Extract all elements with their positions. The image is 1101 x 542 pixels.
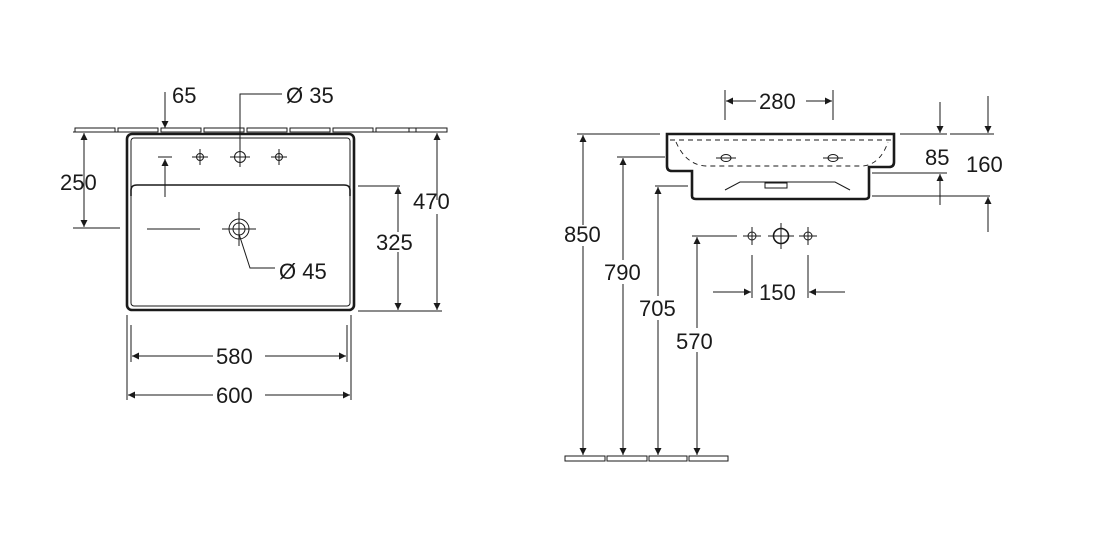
overflow-left-icon bbox=[716, 154, 736, 162]
overflow-right-icon bbox=[823, 154, 843, 162]
wall-line-top bbox=[74, 127, 448, 133]
tap-hole-optional-right-icon bbox=[271, 149, 287, 165]
dim-250: 250 bbox=[60, 170, 97, 195]
dim-850: 850 bbox=[564, 222, 601, 247]
dim-600: 600 bbox=[216, 383, 253, 408]
basin-profile bbox=[665, 132, 896, 201]
dim-160: 160 bbox=[966, 152, 1003, 177]
floor-line bbox=[564, 455, 729, 462]
dim-65: 65 bbox=[172, 83, 196, 108]
dim-570: 570 bbox=[676, 329, 713, 354]
dim-280: 280 bbox=[759, 89, 796, 114]
dim-drain-diameter: Ø 45 bbox=[279, 259, 327, 284]
dim-150: 150 bbox=[759, 280, 796, 305]
dim-tap-hole-diameter: Ø 35 bbox=[286, 83, 334, 108]
tap-hole-optional-left-icon bbox=[192, 149, 208, 165]
dim-705: 705 bbox=[639, 296, 676, 321]
tap-holes-front-icon bbox=[743, 223, 817, 249]
dim-790: 790 bbox=[604, 260, 641, 285]
tap-hole-icon bbox=[230, 147, 250, 167]
bowl-hidden-line bbox=[675, 141, 889, 167]
dim-580: 580 bbox=[216, 344, 253, 369]
drain-icon bbox=[222, 212, 256, 246]
dim-85: 85 bbox=[925, 145, 949, 170]
side-view: 280 85 160 850 bbox=[564, 89, 1003, 462]
top-view: 65 Ø 35 250 470 325 Ø 45 580 600 bbox=[60, 83, 450, 408]
dim-325: 325 bbox=[376, 230, 413, 255]
dim-470: 470 bbox=[413, 189, 450, 214]
bowl-rim bbox=[130, 184, 351, 196]
